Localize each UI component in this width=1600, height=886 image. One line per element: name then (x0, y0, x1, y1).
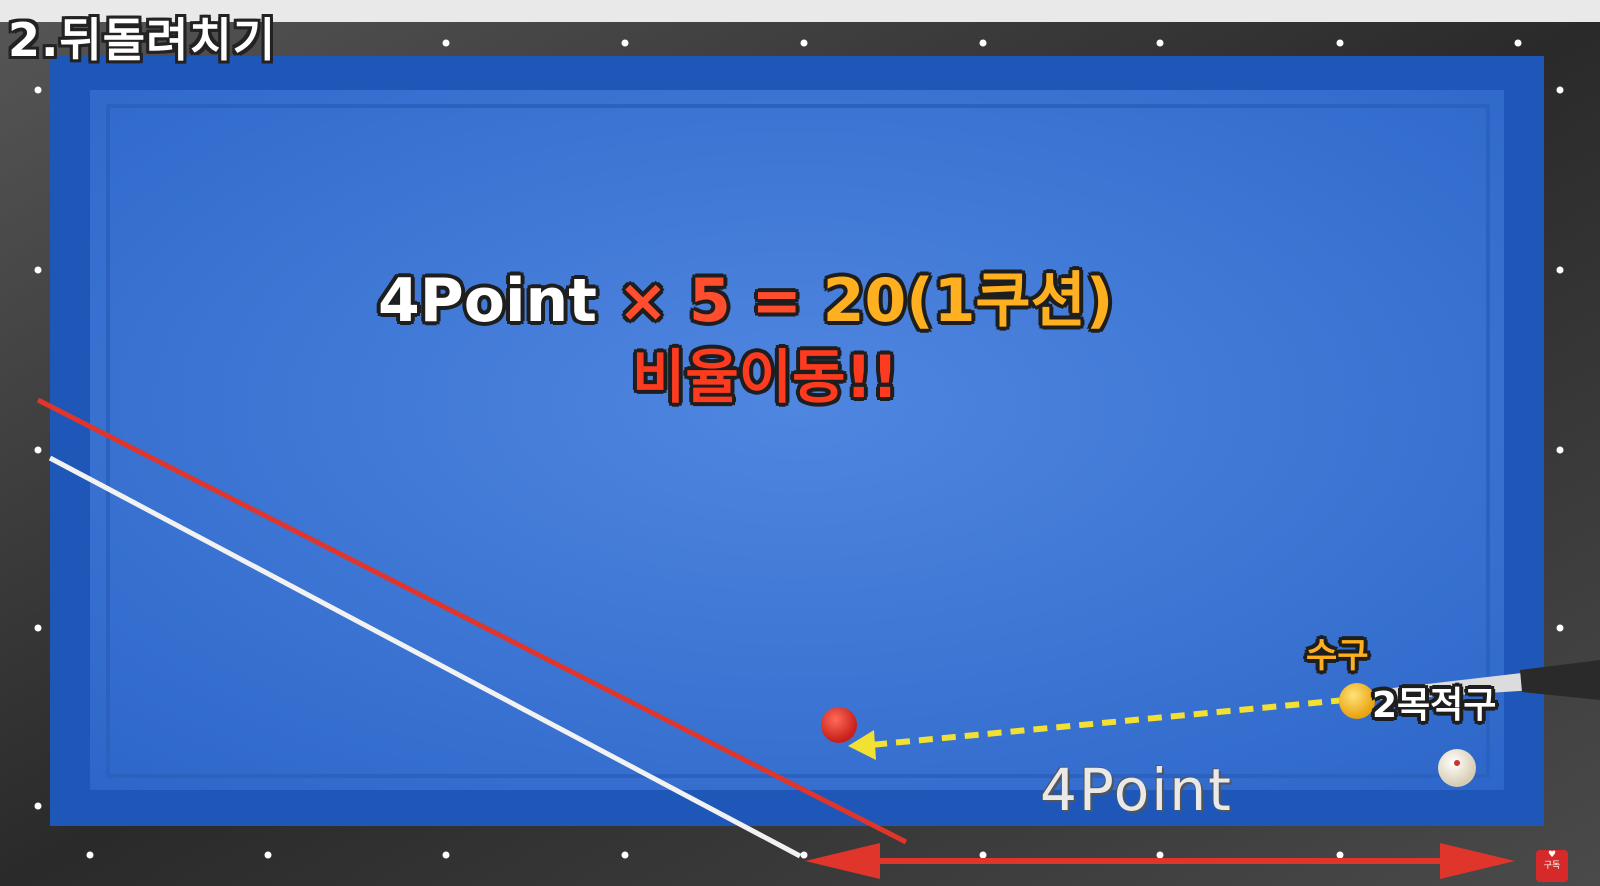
aim-arrow-head (848, 730, 876, 760)
white-ball-dot (1454, 760, 1460, 766)
cue-butt (1520, 660, 1600, 700)
cloth-inner-edge (106, 104, 1490, 778)
distance-label: 4Point (1040, 756, 1233, 824)
formula-points: 4Point (378, 266, 597, 336)
red-ball (821, 707, 857, 743)
ratio-formula: 4Point × 5 = 20(1쿠션) (378, 252, 1113, 339)
video-title: 2.뒤돌려치기 (8, 13, 277, 67)
formula-cushion: (1쿠션) (906, 266, 1114, 336)
ratio-move-text: 비율이동!! (632, 343, 899, 411)
cue-stick (1376, 672, 1534, 700)
object-ball-2-label: 2목적구 (1372, 685, 1497, 726)
subscribe-badge-text: 구독 (1543, 861, 1561, 871)
white-path-line (48, 455, 802, 859)
distance-arrow-right-head (1440, 843, 1515, 879)
subscribe-badge[interactable]: ♥ 구독 (1536, 850, 1568, 882)
red-path-line (36, 397, 908, 845)
cue-ball-label: 수구 (1306, 636, 1369, 676)
heart-check-icon: ♥ (1547, 850, 1557, 860)
formula-result: 20 (822, 266, 907, 336)
distance-arrow-left-head (805, 843, 880, 879)
yellow-cue-ball (1339, 683, 1375, 719)
aim-arrow-line (869, 697, 1346, 748)
formula-multiplier: × 5 = (617, 266, 802, 336)
rail-diamonds (34, 39, 1564, 859)
table-cloth (90, 90, 1504, 790)
white-object-ball (1438, 749, 1476, 787)
